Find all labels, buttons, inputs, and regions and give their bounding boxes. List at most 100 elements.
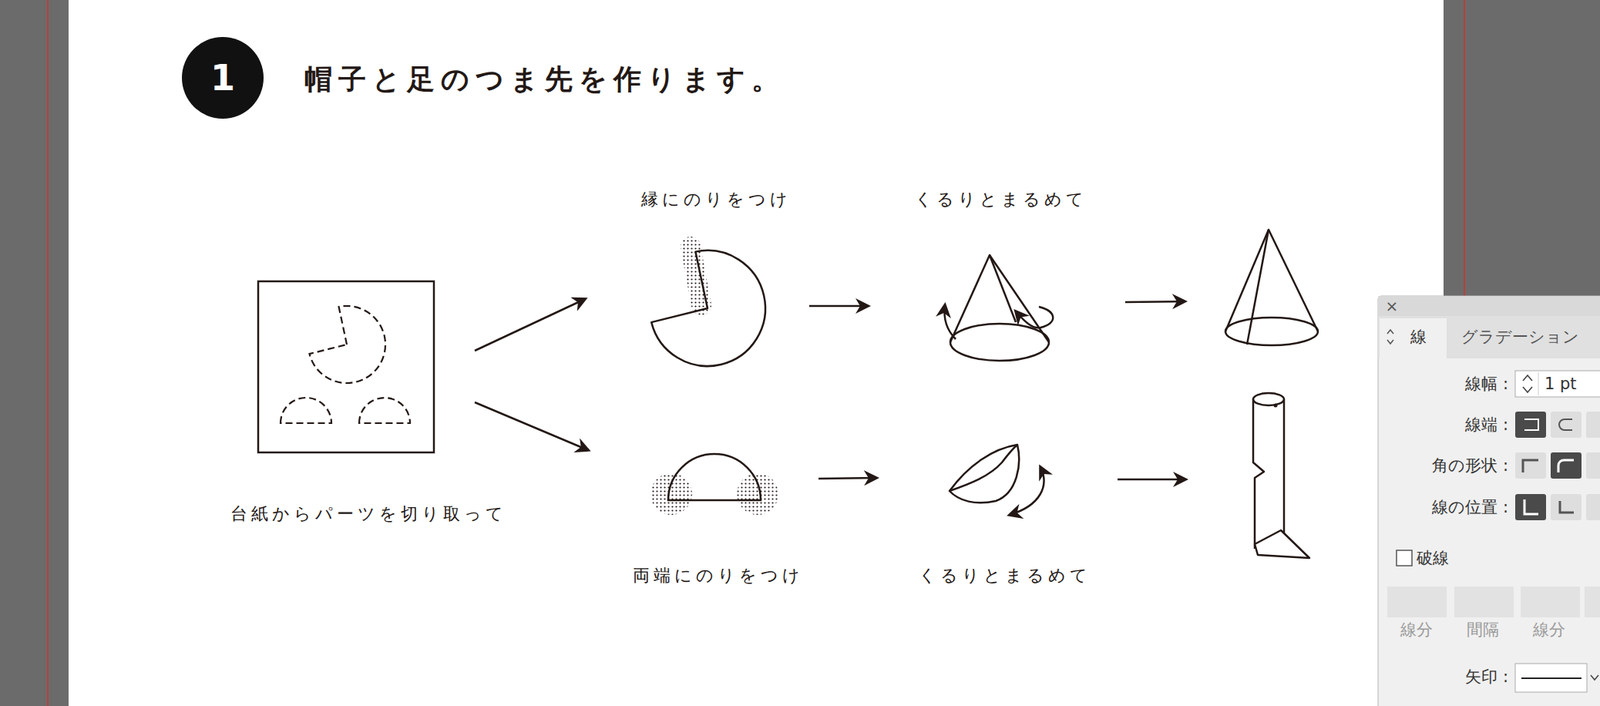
tube-side	[1283, 399, 1286, 537]
dash-field	[1387, 586, 1447, 618]
field-label: 線の位置 :	[1431, 497, 1509, 517]
panel-tab: グラデーション	[1461, 327, 1580, 347]
checkbox-label: 破線	[1416, 548, 1449, 568]
panel-text-holder: 線端 :	[1465, 413, 1509, 436]
hat-roll-step	[944, 255, 1054, 361]
cap-icon	[1559, 419, 1573, 431]
dashed-toe-part	[280, 397, 332, 424]
step-arrow	[1125, 301, 1185, 303]
field-caption: 線分	[1400, 620, 1433, 639]
hat-glue-step	[651, 246, 766, 367]
gap-field	[1584, 586, 1600, 618]
hat-result	[1225, 229, 1318, 346]
field-label: 線端 :	[1465, 415, 1509, 434]
icon-button	[1550, 494, 1582, 521]
dropdown-chevron	[1590, 675, 1599, 680]
panel-text-holder: 破線	[1416, 547, 1449, 569]
arrow-swatch	[1515, 663, 1587, 693]
spinner	[1522, 375, 1533, 393]
field-caption: 間隔	[1466, 620, 1500, 639]
step-arrow	[1117, 478, 1186, 481]
tab-chevron	[1387, 329, 1394, 344]
panel-tab: 線	[1410, 327, 1427, 347]
step-arrow	[809, 305, 868, 308]
field-label: 角の形状 :	[1431, 456, 1509, 475]
icon-button	[1586, 411, 1600, 438]
step-caption: くるりとまるめて	[918, 565, 1092, 585]
artboard	[68, 0, 1444, 706]
panel-ground	[1378, 295, 1600, 706]
step-arrow	[474, 299, 585, 351]
active-tab	[1379, 318, 1447, 359]
bleed-guide	[47, 0, 49, 706]
tube-foot	[1254, 530, 1310, 558]
close-button: ×	[1385, 296, 1399, 316]
panel-titlebar	[1378, 295, 1600, 316]
join-buttons	[1515, 452, 1600, 479]
icon-button	[1586, 452, 1600, 479]
icon-button	[1586, 494, 1600, 521]
icon-button	[1515, 411, 1547, 438]
step-number-badge: 1	[181, 36, 264, 119]
panel-text-holder: 間隔	[1466, 618, 1500, 641]
field-label: 矢印 :	[1465, 667, 1509, 686]
hat-part	[651, 250, 766, 367]
roll-arrow	[1009, 467, 1044, 515]
caption-holder: 縁にのりをつけ	[641, 188, 792, 212]
rolled-toe-edge	[949, 444, 1018, 491]
panel-text-holder: 線幅 :	[1465, 373, 1509, 395]
caption-holder: 両端にのりをつけ	[632, 564, 804, 588]
step-title: 帽子と足のつま先を作ります。	[304, 63, 786, 95]
step-caption: くるりとまるめて	[914, 189, 1088, 209]
toe-part	[668, 453, 761, 501]
stroke-panel	[1378, 295, 1600, 706]
align-icon	[1524, 499, 1539, 515]
cone-side	[1225, 229, 1318, 332]
step-arrow	[474, 402, 589, 451]
tube-top	[1253, 393, 1285, 406]
cone-base	[1225, 317, 1318, 346]
field-caption: 線分	[1532, 620, 1566, 639]
flow-arrows	[474, 299, 1186, 480]
panel-text-holder: ×	[1385, 296, 1399, 316]
toe-result	[1253, 393, 1310, 558]
panel-text-holder: グラデーション	[1461, 326, 1580, 348]
glue-area	[650, 473, 693, 515]
step-caption: 両端にのりをつけ	[632, 565, 804, 585]
panel-text-holder: 線分	[1532, 618, 1566, 641]
join-icon	[1522, 460, 1539, 473]
cap-icon	[1524, 419, 1539, 431]
panel-text-holder: 1 pt	[1544, 374, 1577, 394]
tube-side	[1253, 399, 1264, 549]
roll-arrow	[1015, 306, 1053, 328]
stroke-panel: × 線 グラデーション線幅 : 1 pt 線端 : 角の形状 : 線の位置 : 破線線分 間隔 線…	[1378, 295, 1600, 706]
panel-text-holder: 線	[1410, 326, 1427, 348]
gap-field	[1454, 586, 1514, 618]
caption-holder: くるりとまるめて	[918, 564, 1092, 588]
cone-seam	[1247, 229, 1269, 345]
arrow-sample	[1521, 677, 1582, 679]
cap-buttons	[1515, 411, 1600, 438]
panel-text-holder: 角の形状 :	[1431, 454, 1509, 477]
step-number: 1	[210, 60, 236, 96]
spinner-divider	[1538, 372, 1540, 396]
rolled-toe	[949, 444, 1019, 503]
title-holder: 帽子と足のつま先を作ります。	[304, 60, 786, 99]
step-caption: 台紙からパーツを切り取って	[230, 504, 508, 524]
checkbox	[1396, 550, 1412, 566]
cone-side	[950, 255, 1049, 343]
step-arrow	[818, 477, 877, 479]
glue-area	[736, 473, 779, 515]
tab-bar	[1378, 315, 1600, 359]
align-buttons	[1515, 494, 1600, 521]
caption-holder: くるりとまるめて	[914, 188, 1088, 212]
panel-text-holder: 線分	[1400, 618, 1433, 641]
icon-button	[1550, 411, 1582, 438]
icon-button	[1550, 452, 1582, 479]
icon-button	[1515, 494, 1547, 521]
icon-button	[1515, 452, 1547, 479]
toe-roll-step	[949, 444, 1044, 515]
